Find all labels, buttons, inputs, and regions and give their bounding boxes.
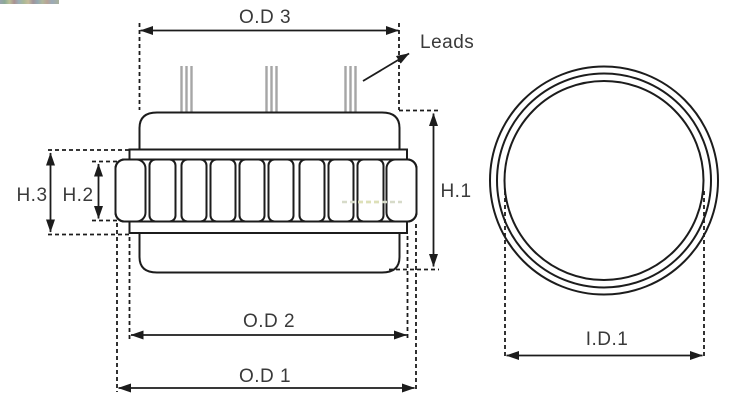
outer-circle xyxy=(489,65,719,296)
dimension-h3 xyxy=(46,149,131,236)
dimension-h2 xyxy=(92,160,118,222)
top-winding-bundle xyxy=(138,111,401,152)
watermark-logo-strip xyxy=(0,0,59,4)
dimension-h1 xyxy=(389,109,439,271)
lead-wires xyxy=(180,66,357,112)
dimension-od1 xyxy=(116,223,417,393)
bottom-flange xyxy=(128,220,408,234)
stator-core xyxy=(114,158,418,223)
od2-label: O.D 2 xyxy=(242,311,296,332)
dimension-od3 xyxy=(138,23,400,110)
bottom-winding-bundle xyxy=(138,232,401,274)
stator-side-view xyxy=(114,66,418,274)
middle-circle xyxy=(496,72,712,289)
inner-circle xyxy=(503,80,705,281)
dimension-od2 xyxy=(128,236,409,340)
leads-callout-arrow xyxy=(362,52,410,82)
dimension-id1 xyxy=(504,191,705,360)
h1-label: H.1 xyxy=(440,181,472,202)
od1-label: O.D 1 xyxy=(238,366,292,387)
leads-label: Leads xyxy=(420,32,475,53)
h2-label: H.2 xyxy=(62,185,94,206)
h3-label: H.3 xyxy=(16,185,48,206)
stator-front-view xyxy=(489,65,719,296)
od3-label: O.D 3 xyxy=(238,7,292,28)
id1-label: I.D.1 xyxy=(585,329,629,350)
